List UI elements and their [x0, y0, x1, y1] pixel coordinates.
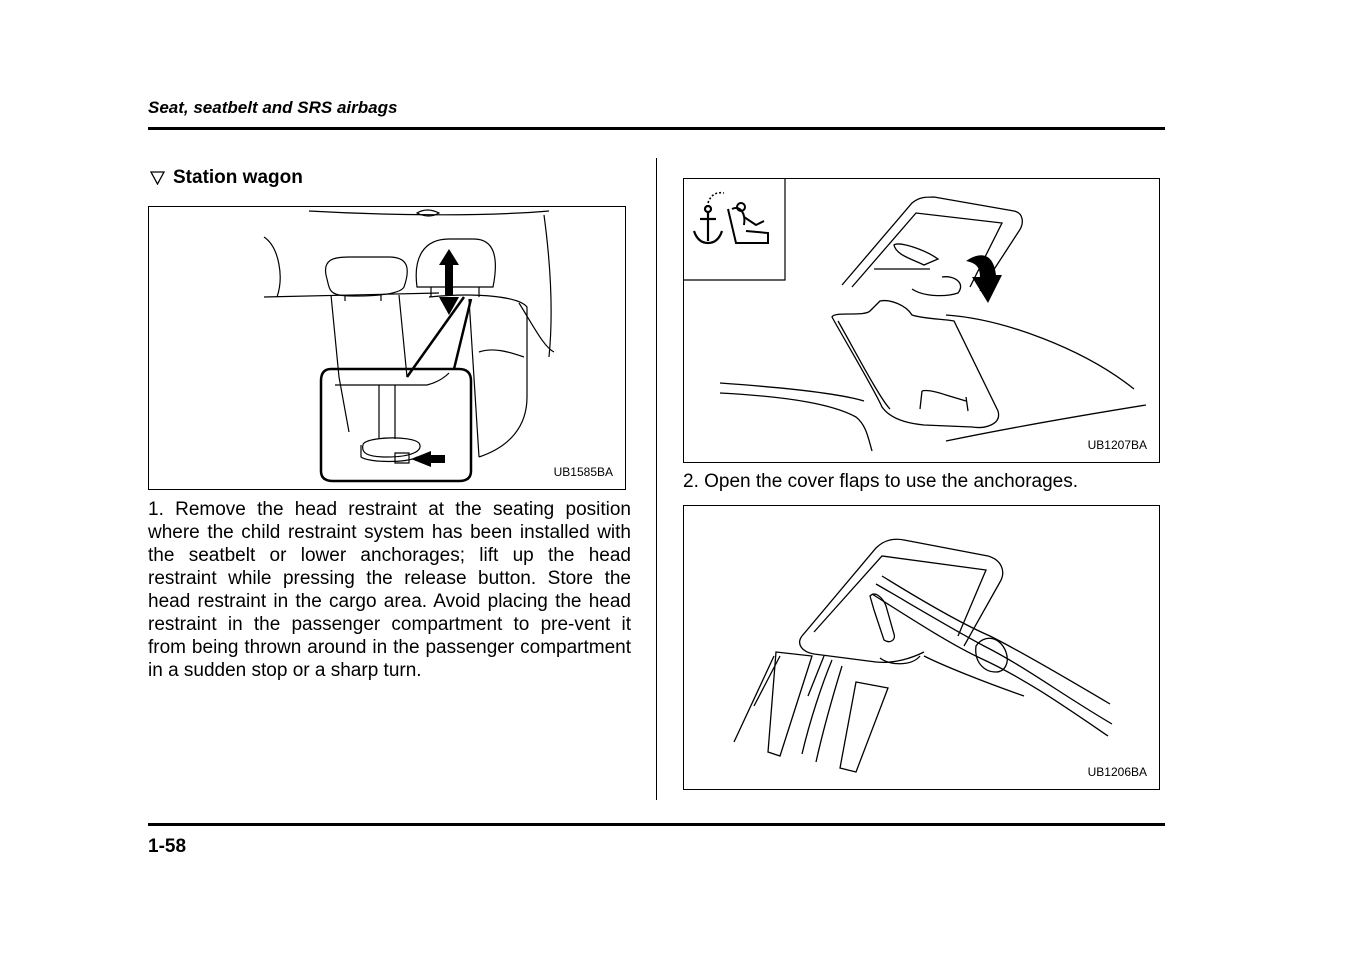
figure-code: UB1206BA: [1087, 765, 1147, 779]
anchorage-cover-illustration: [684, 179, 1147, 452]
figure-code: UB1207BA: [1087, 438, 1147, 452]
anchorage-hook-illustration: [733, 538, 1113, 773]
page-number: 1-58: [148, 836, 187, 857]
child-seat-anchor-icon: [684, 179, 786, 281]
step-1-text: 1. Remove the head restraint at the seat…: [148, 499, 631, 681]
header-rule: [148, 127, 1165, 130]
head-restraint-figure: UB1585BA: [148, 206, 626, 490]
running-header: Seat, seatbelt and SRS airbags: [148, 98, 398, 117]
down-triangle-icon: [150, 171, 165, 185]
column-divider: [656, 158, 657, 800]
section-heading-label: Station wagon: [173, 167, 303, 188]
head-restraint-illustration: [263, 209, 555, 483]
section-heading: Station wagon: [150, 167, 303, 189]
anchorage-hook-figure: UB1206BA: [683, 505, 1160, 790]
figure-code: UB1585BA: [553, 465, 613, 479]
step-2-text: 2. Open the cover flaps to use the ancho…: [683, 471, 1079, 492]
footer-rule: [148, 823, 1165, 826]
anchorage-cover-figure: UB1207BA: [683, 178, 1160, 463]
